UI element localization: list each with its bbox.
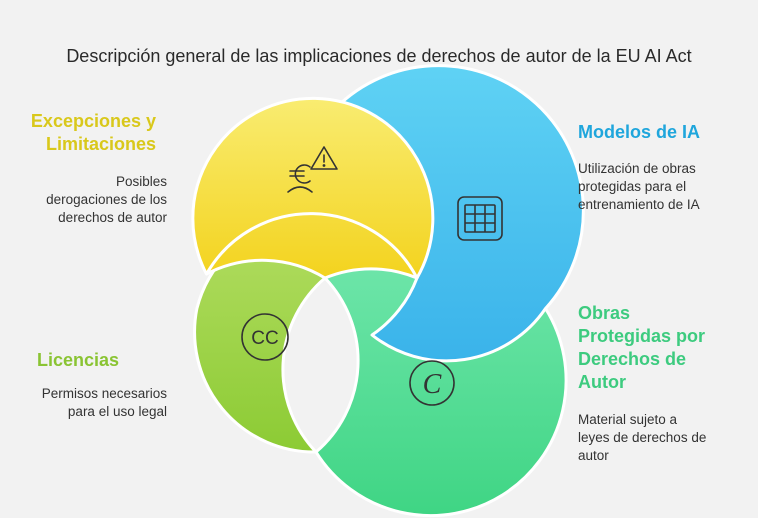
- svg-text:C: C: [423, 369, 442, 400]
- works-heading-line2: Protegidas por: [578, 326, 706, 346]
- exceptions-desc-line2: derogaciones de los: [46, 192, 167, 207]
- creative-commons-icon: CC: [241, 313, 289, 361]
- page-title: Descripción general de las implicaciones…: [66, 46, 692, 66]
- exceptions-desc-line1: Posibles: [115, 174, 167, 189]
- models-desc-line2: protegidas para el: [578, 179, 687, 194]
- licenses-heading: Licencias: [36, 350, 119, 370]
- works-heading-line4: Autor: [578, 372, 626, 392]
- svg-text:CC: CC: [251, 328, 278, 349]
- exceptions-heading: Excepciones y Limitaciones: [10, 110, 156, 156]
- works-description: Material sujeto a leyes de derechos de a…: [578, 411, 748, 465]
- models-desc-line1: Utilización de obras: [578, 161, 696, 176]
- exceptions-description: Posibles derogaciones de los derechos de…: [10, 173, 167, 227]
- models-heading: Modelos de IA: [578, 122, 701, 142]
- grid-table-icon: [457, 196, 503, 241]
- licenses-description: Permisos necesarios para el uso legal: [10, 385, 167, 421]
- models-description: Utilización de obras protegidas para el …: [578, 160, 748, 214]
- licenses-desc-line1: Permisos necesarios: [41, 386, 167, 401]
- licenses-desc-line2: para el uso legal: [67, 404, 167, 419]
- exceptions-heading-line2: Limitaciones: [45, 134, 156, 154]
- euro-warning-icon: [287, 146, 338, 193]
- exceptions-segment: [191, 96, 435, 280]
- exceptions-desc-line3: derechos de autor: [58, 210, 167, 225]
- works-desc-line2: leyes de derechos de: [578, 430, 707, 445]
- works-desc-line1: Material sujeto a: [578, 412, 678, 427]
- works-heading-line1: Obras: [578, 303, 631, 323]
- models-desc-line3: entrenamiento de IA: [578, 197, 700, 212]
- works-heading: Obras Protegidas por Derechos de Autor: [578, 302, 748, 394]
- works-heading-line3: Derechos de: [578, 349, 687, 369]
- works-desc-line3: autor: [578, 448, 609, 463]
- exceptions-heading-line1: Excepciones y: [30, 111, 156, 131]
- copyright-icon: C: [409, 360, 455, 406]
